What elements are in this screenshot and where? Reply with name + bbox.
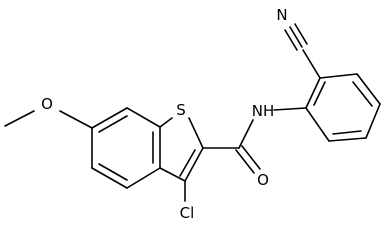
bond-p2-p3 — [319, 73, 358, 79]
carbonyl-oxygen-label: O — [257, 171, 269, 189]
bond-cn-triple-c — [294, 23, 308, 45]
bond-c3a-c4 — [126, 167, 161, 189]
amide-nh-label: NH — [252, 102, 275, 120]
bond-c6-c7 — [91, 107, 128, 129]
bond-n-aryl — [273, 107, 307, 111]
bond-p5-p6-inner — [332, 130, 362, 135]
bond-p1-p2-inner — [313, 81, 326, 106]
sulfur-label: S — [176, 101, 186, 119]
bond-p3-p4-inner — [352, 81, 373, 107]
nitrile-nitrogen-label: N — [276, 6, 287, 24]
bond-p1-p2 — [305, 77, 321, 109]
bond-c2-c3 — [184, 147, 204, 182]
bond-carbonyl-n — [238, 119, 254, 149]
bond-p4-p5 — [365, 103, 381, 139]
bond-cn-triple-b — [284, 29, 298, 51]
bond-c3-c3a — [159, 167, 186, 182]
bond-c6-c7-inner — [98, 115, 128, 133]
chlorine-label: Cl — [180, 204, 195, 222]
bond-methyl-o — [4, 110, 35, 127]
bond-cn-triple-a — [289, 26, 303, 48]
bond-p6-p1 — [305, 107, 330, 142]
bond-c4-c5-inner — [98, 163, 128, 181]
bond-s-c2 — [188, 117, 204, 149]
bond-carbonyl-o-b — [241, 145, 261, 170]
methoxy-oxygen-label: O — [41, 95, 53, 113]
bond-c7a-s — [159, 117, 173, 128]
bond-o-c6 — [59, 110, 93, 129]
bond-c7-c7a — [126, 107, 161, 128]
bond-p5-p6 — [328, 137, 367, 142]
bond-p3-p4 — [356, 73, 381, 105]
bond-c2-c3-inner — [179, 149, 196, 177]
chemical-structure: O S NH O Cl N — [4, 6, 381, 222]
bond-p2-cn — [302, 49, 321, 79]
bond-c4-c5 — [91, 167, 128, 189]
bond-carbonyl-o-a — [235, 149, 255, 174]
